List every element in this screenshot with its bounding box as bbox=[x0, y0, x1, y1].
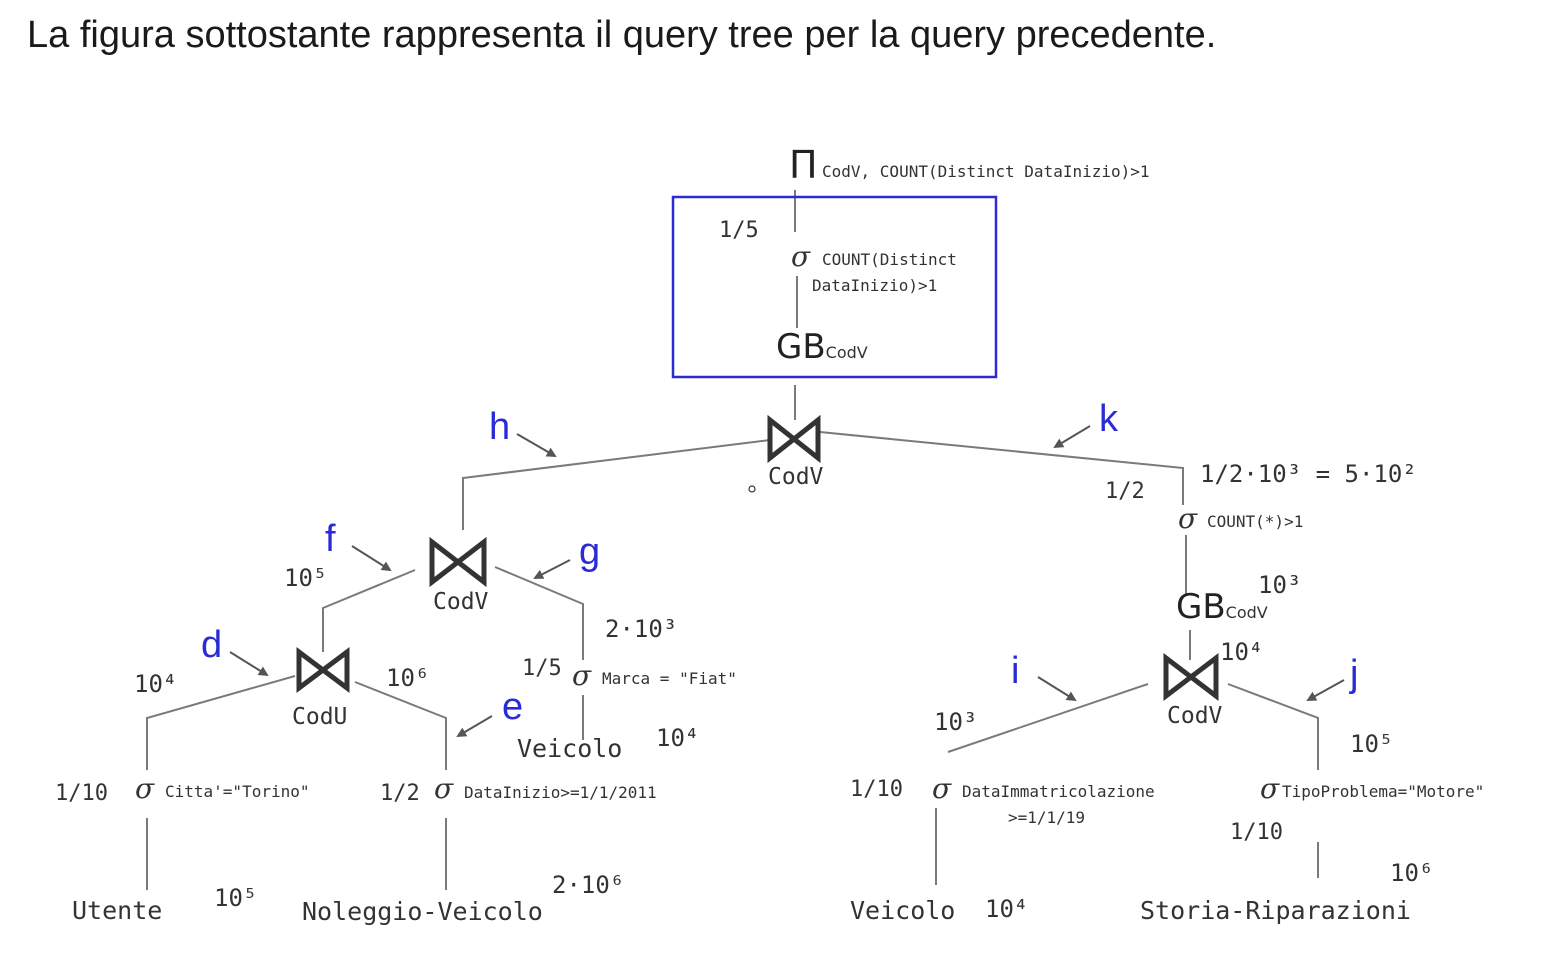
right-groupby: GBCodV bbox=[1176, 587, 1268, 627]
relation-noleggio-veicolo-card: 2·10⁶ bbox=[552, 871, 625, 899]
root-join-label: CodV bbox=[768, 464, 824, 490]
right-selection-cond: COUNT(*)>1 bbox=[1207, 512, 1304, 531]
tree-edge bbox=[462, 439, 771, 530]
join-f-card: 10⁵ bbox=[284, 564, 328, 592]
fiat-selection-cond: Marca = "Fiat" bbox=[602, 669, 737, 688]
top-selection-cond-2: DataInizio)>1 bbox=[812, 276, 938, 295]
arrow-e bbox=[456, 715, 493, 738]
top-selection-symbol: σ bbox=[791, 240, 811, 273]
arrow-i bbox=[1037, 676, 1077, 702]
fiat-selectivity: 1/5 bbox=[522, 656, 562, 681]
join-f-label: CodV bbox=[433, 589, 489, 615]
tree-edge bbox=[494, 566, 584, 660]
arrow-h bbox=[516, 433, 557, 458]
relation-veicolo-left-card: 10⁴ bbox=[656, 724, 700, 752]
edge-label-k: k bbox=[1099, 398, 1118, 440]
tree-edge bbox=[322, 569, 416, 652]
edge-label-f: f bbox=[325, 518, 336, 560]
relation-utente-card: 10⁵ bbox=[214, 884, 258, 912]
edge-label-g: g bbox=[579, 531, 601, 573]
right-groupby-card: 10³ bbox=[1258, 571, 1302, 599]
sel-torino-cond: Citta'="Torino" bbox=[165, 782, 310, 801]
highlight-box bbox=[671, 195, 998, 379]
right-selection-symbol: σ bbox=[1178, 502, 1198, 535]
sel-immatricolazione-frac: 1/10 bbox=[850, 777, 903, 802]
relation-storia-riparazioni-card: 10⁶ bbox=[1390, 859, 1434, 887]
arrow-f bbox=[351, 545, 392, 572]
projection-symbol: Π bbox=[789, 143, 818, 187]
relation-utente: Utente bbox=[72, 896, 163, 925]
sel-data-frac: 1/2 bbox=[380, 781, 420, 806]
relation-veicolo-left: Veicolo bbox=[517, 734, 623, 763]
g-card: 2·10³ bbox=[605, 615, 678, 643]
join-d-icon bbox=[296, 647, 350, 693]
relation-storia-riparazioni: Storia-Riparazioni bbox=[1140, 896, 1411, 925]
arrow-k bbox=[1053, 425, 1091, 449]
root-join-icon bbox=[767, 414, 821, 464]
projection-attributes: CodV, COUNT(Distinct DataInizio)>1 bbox=[822, 162, 1150, 181]
e-card: 10⁶ bbox=[386, 664, 430, 692]
sel-immatricolazione-symbol: σ bbox=[932, 772, 952, 805]
page-title: La figura sottostante rappresenta il que… bbox=[27, 14, 1217, 56]
tree-edge bbox=[146, 675, 296, 770]
edge-label-h: h bbox=[489, 406, 511, 448]
top-selectivity: 1/5 bbox=[719, 218, 759, 243]
sel-tipoproblema-cond: TipoProblema="Motore" bbox=[1282, 782, 1485, 801]
right-join-card: 10⁴ bbox=[1220, 638, 1264, 666]
right-left-card: 10³ bbox=[934, 708, 978, 736]
tree-edge bbox=[354, 681, 447, 770]
top-groupby: GBCodV bbox=[776, 327, 868, 367]
top-selection-cond-1: COUNT(Distinct bbox=[822, 250, 957, 269]
sel-data-symbol: σ bbox=[434, 772, 454, 805]
sel-tipoproblema-symbol: σ bbox=[1260, 772, 1280, 805]
sel-tipoproblema-frac: 1/10 bbox=[1230, 820, 1283, 845]
right-selectivity: 1/2 bbox=[1105, 479, 1145, 504]
sel-immatricolazione-cond-1: DataImmatricolazione bbox=[962, 782, 1155, 801]
join-d-label: CodU bbox=[292, 704, 348, 730]
right-join-label: CodV bbox=[1167, 703, 1223, 729]
arrow-d bbox=[229, 651, 269, 677]
arrow-j bbox=[1306, 679, 1345, 701]
right-cardinality-formula: 1/2·10³ = 5·10² bbox=[1200, 460, 1417, 488]
d-card: 10⁴ bbox=[134, 670, 178, 698]
relation-noleggio-veicolo: Noleggio-Veicolo bbox=[302, 897, 543, 926]
tree-edge bbox=[1227, 683, 1319, 770]
join-right-icon bbox=[1163, 652, 1219, 702]
edge-label-i: i bbox=[1011, 650, 1020, 692]
tree-edge bbox=[947, 683, 1149, 753]
right-right-card: 10⁵ bbox=[1350, 730, 1394, 758]
edge-label-j: j bbox=[1350, 653, 1359, 695]
sel-data-cond: DataInizio>=1/1/2011 bbox=[464, 783, 657, 802]
sel-torino-symbol: σ bbox=[135, 772, 155, 805]
arrow-g bbox=[533, 559, 571, 579]
edge-label-e: e bbox=[502, 686, 524, 728]
edge-label-d: d bbox=[201, 624, 223, 666]
fiat-selection-symbol: σ bbox=[572, 659, 592, 692]
tree-edge bbox=[819, 431, 1184, 505]
cursor-dot bbox=[748, 485, 756, 493]
relation-veicolo-right-card: 10⁴ bbox=[985, 895, 1029, 923]
relation-veicolo-right: Veicolo bbox=[850, 896, 956, 925]
sel-torino-frac: 1/10 bbox=[55, 781, 108, 806]
join-f-icon bbox=[429, 536, 487, 588]
sel-immatricolazione-cond-2: >=1/1/19 bbox=[1008, 808, 1086, 827]
